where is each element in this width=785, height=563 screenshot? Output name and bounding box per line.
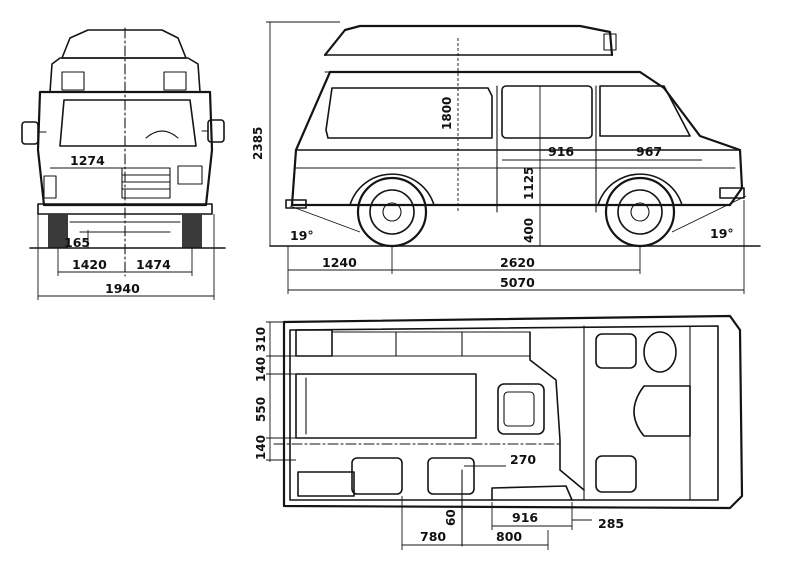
dim-overall-length: 5070 bbox=[500, 275, 535, 290]
dim-plan-780: 780 bbox=[420, 529, 446, 544]
side-view: 19° 19° 2385 1800 1125 400 916 967 1240 … bbox=[251, 21, 761, 294]
dim-plan-916: 916 bbox=[512, 510, 538, 525]
dim-plan-310: 310 bbox=[254, 327, 268, 352]
dim-sill-height: 400 bbox=[522, 218, 536, 243]
dim-ground-clearance: 165 bbox=[64, 235, 90, 250]
dim-wheelbase: 2620 bbox=[500, 255, 535, 270]
dim-floor-height: 1125 bbox=[522, 167, 536, 200]
plan-view: 310 140 550 140 270 60 916 285 780 800 bbox=[254, 314, 744, 550]
dim-overall-height: 2385 bbox=[251, 127, 265, 160]
dim-plan-550: 550 bbox=[254, 397, 268, 422]
dim-interior-height: 1800 bbox=[440, 97, 454, 130]
dim-front-overhang: 1240 bbox=[322, 255, 357, 270]
dim-plan-800: 800 bbox=[496, 529, 522, 544]
dim-plan-140-top: 140 bbox=[254, 357, 268, 382]
dim-plan-270: 270 bbox=[510, 452, 536, 467]
dim-plan-285: 285 bbox=[598, 516, 624, 531]
front-view: 1274 165 1420 1474 1940 bbox=[21, 27, 226, 300]
dim-approach-angle: 19° bbox=[290, 228, 314, 243]
dim-inner-width: 1274 bbox=[70, 153, 105, 168]
dim-overall-width: 1940 bbox=[105, 281, 140, 296]
dim-window-b: 967 bbox=[636, 144, 662, 159]
dim-departure-angle: 19° bbox=[710, 226, 734, 241]
dim-plan-140-bottom: 140 bbox=[254, 435, 268, 460]
dim-track-front: 1420 bbox=[72, 257, 107, 272]
dim-track-rear: 1474 bbox=[136, 257, 171, 272]
dim-plan-60: 60 bbox=[444, 509, 458, 526]
dim-window-a: 916 bbox=[548, 144, 574, 159]
